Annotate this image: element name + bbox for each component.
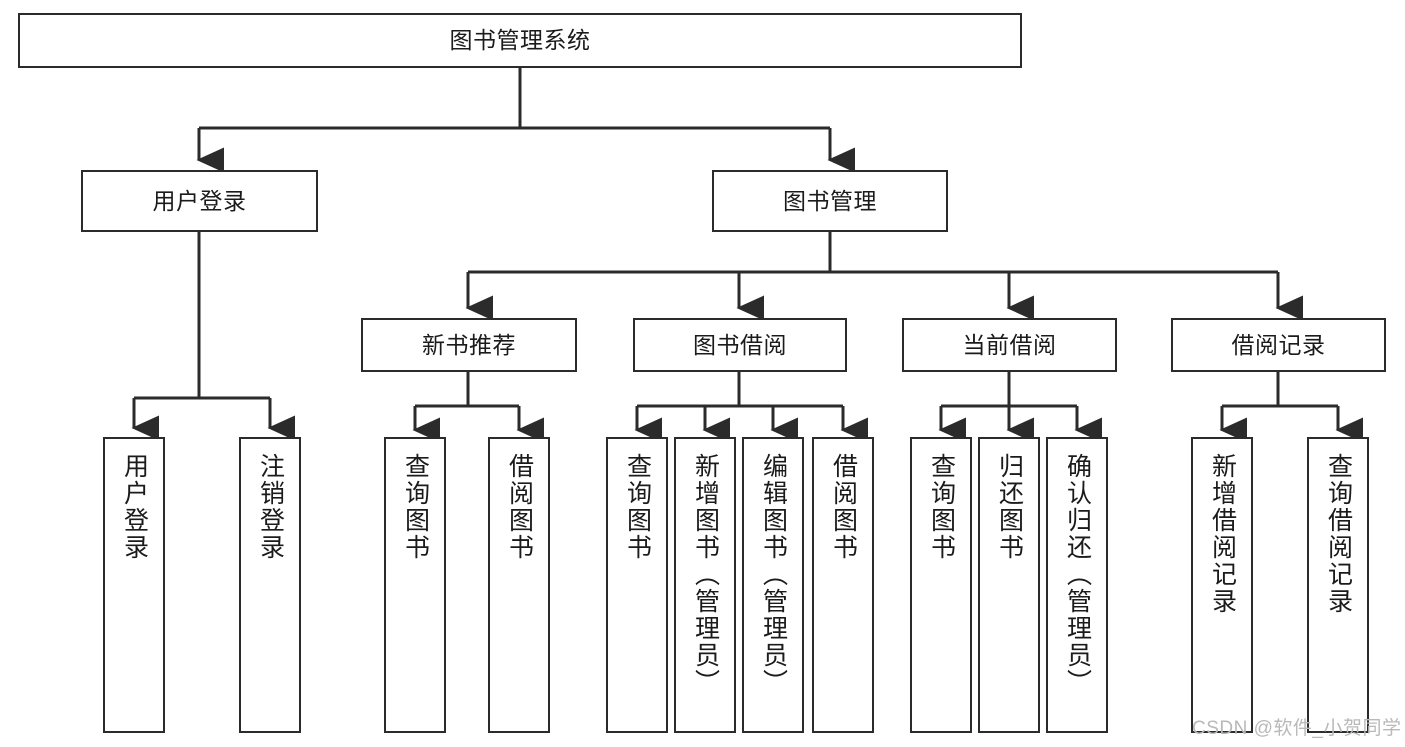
leaf-user-login-signin[interactable]: 用户登录: [103, 437, 165, 733]
node-label: 查询图书: [401, 453, 430, 561]
node-label: 图书管理系统: [449, 27, 591, 53]
node-label: 归还图书: [995, 453, 1024, 561]
leaf-borrow-record-add-record[interactable]: 新增借阅记录: [1191, 437, 1253, 733]
node-label: 编辑图书（管理员）: [759, 453, 788, 696]
node-label: 借阅记录: [1231, 331, 1326, 358]
node-borrowing-record[interactable]: 借阅记录: [1171, 318, 1386, 372]
node-label: 借阅图书: [829, 453, 858, 561]
node-label: 新增借阅记录: [1208, 453, 1237, 615]
leaf-book-borrow-query-books[interactable]: 查询图书: [606, 437, 668, 733]
leaf-current-borrow-return-books[interactable]: 归还图书: [978, 437, 1040, 733]
node-label: 查询借阅记录: [1324, 453, 1353, 615]
leaf-user-login-signout[interactable]: 注销登录: [239, 437, 301, 733]
node-current-borrowing[interactable]: 当前借阅: [902, 318, 1117, 372]
leaf-book-borrow-borrow-books[interactable]: 借阅图书: [812, 437, 874, 733]
leaf-current-borrow-query-books[interactable]: 查询图书: [910, 437, 972, 733]
node-book-management[interactable]: 图书管理: [712, 170, 948, 232]
node-label: 新书推荐: [422, 331, 516, 358]
node-label: 借阅图书: [505, 453, 534, 561]
csdn-watermark: CSDN @软件_小贺同学: [1192, 718, 1402, 739]
node-label: 查询图书: [623, 453, 652, 561]
node-label: 确认归还（管理员）: [1063, 453, 1092, 696]
node-label: 用户登录: [152, 187, 247, 214]
node-user-login[interactable]: 用户登录: [81, 170, 318, 232]
node-label: 注销登录: [256, 453, 285, 561]
node-label: 图书管理: [783, 187, 877, 214]
node-label: 新增图书（管理员）: [691, 453, 720, 696]
node-root-book-management-system[interactable]: 图书管理系统: [18, 13, 1022, 68]
node-label: 当前借阅: [962, 331, 1057, 358]
leaf-new-book-query-books[interactable]: 查询图书: [384, 437, 446, 733]
leaf-current-borrow-confirm-return-admin[interactable]: 确认归还（管理员）: [1046, 437, 1108, 733]
leaf-book-borrow-edit-book-admin[interactable]: 编辑图书（管理员）: [742, 437, 804, 733]
leaf-new-book-borrow-books[interactable]: 借阅图书: [488, 437, 550, 733]
node-book-borrowing[interactable]: 图书借阅: [633, 318, 847, 372]
node-label: 查询图书: [927, 453, 956, 561]
leaf-book-borrow-add-book-admin[interactable]: 新增图书（管理员）: [674, 437, 736, 733]
leaf-borrow-record-query-record[interactable]: 查询借阅记录: [1307, 437, 1369, 733]
node-label: 图书借阅: [693, 331, 787, 358]
node-new-book-recommendation[interactable]: 新书推荐: [361, 318, 577, 372]
node-label: 用户登录: [120, 453, 149, 561]
